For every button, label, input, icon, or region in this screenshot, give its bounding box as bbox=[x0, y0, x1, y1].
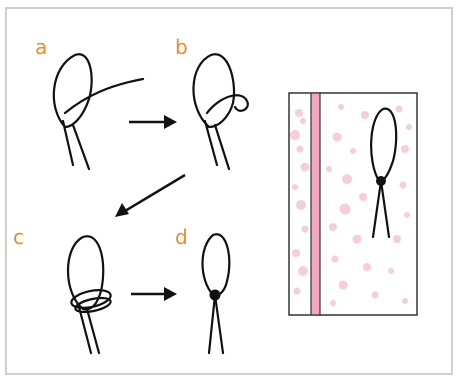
step-c-cord bbox=[66, 235, 112, 355]
cherry-blossom-pattern bbox=[290, 104, 412, 306]
step-label-d: d bbox=[175, 225, 188, 249]
knot-icon bbox=[209, 289, 221, 301]
right-arrow-icon bbox=[129, 115, 177, 129]
step-label-c: c bbox=[13, 225, 24, 249]
step-label-a: a bbox=[35, 35, 48, 59]
finished-cord bbox=[370, 107, 398, 239]
step-b-cord bbox=[192, 53, 249, 171]
knot-icon bbox=[376, 176, 386, 186]
down-left-arrow-icon bbox=[115, 173, 186, 217]
diagram-frame: a b c d bbox=[5, 7, 453, 375]
step-label-b: b bbox=[175, 35, 188, 59]
right-arrow-icon bbox=[131, 287, 177, 301]
ribbon-strip bbox=[310, 92, 321, 316]
step-a-cord bbox=[52, 53, 145, 171]
knot-illustration bbox=[52, 53, 418, 355]
step-d-cord bbox=[201, 233, 231, 355]
paper-panel bbox=[288, 92, 418, 316]
